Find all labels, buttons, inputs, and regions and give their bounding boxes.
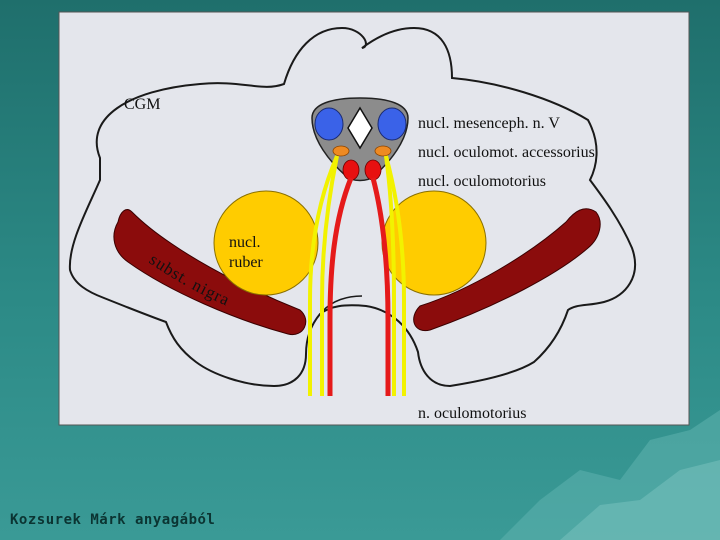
label-cgm: CGM — [124, 96, 160, 113]
aqueduct — [347, 106, 373, 150]
background-wave-shade — [560, 460, 720, 540]
tract-yellow-left — [308, 155, 339, 396]
accessory-nucleus-left — [332, 145, 350, 157]
tract-red-left — [327, 177, 354, 396]
label-ruber-line2: ruber — [229, 254, 263, 271]
credit-footer: Kozsurek Márk anyagából — [10, 512, 216, 528]
tract-red-right — [370, 177, 391, 396]
midbrain-outline — [68, 26, 637, 388]
tract-yellow-left-inner — [320, 155, 339, 396]
substantia-nigra-left — [113, 209, 307, 336]
tract-yellow-right-inner — [384, 155, 396, 396]
oculomotor-nucleus-right — [364, 159, 382, 181]
oculomotor-nucleus-left — [342, 159, 360, 181]
inner-curve — [321, 295, 363, 313]
label-nerve: n. oculomotorius — [418, 405, 526, 422]
accessory-nucleus-right — [374, 145, 392, 157]
label-ruber-line1: nucl. — [229, 234, 261, 251]
nucleus-ruber-left — [213, 190, 319, 296]
label-mesenceph: nucl. mesenceph. n. V — [418, 115, 560, 132]
tract-yellow-right — [384, 155, 406, 396]
label-oculomot-accessorius: nucl. oculomot. accessorius — [418, 144, 595, 161]
mesencephalic-nucleus-right — [377, 107, 407, 141]
label-oculomotorius: nucl. oculomotorius — [418, 173, 546, 190]
mesencephalic-nucleus-left — [314, 107, 344, 141]
substantia-nigra-right — [413, 208, 601, 332]
